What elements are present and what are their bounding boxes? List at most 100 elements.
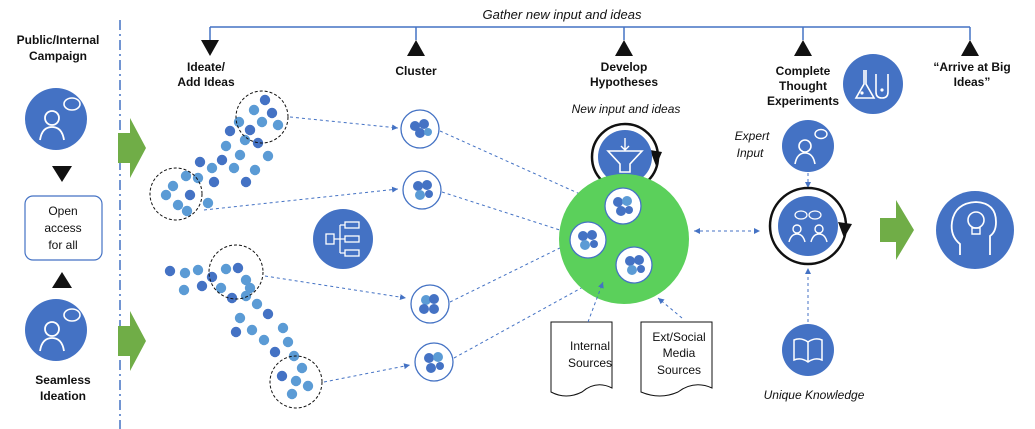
internal-sources-flow <box>587 281 604 323</box>
expert-line2: Input <box>737 146 764 160</box>
idea-dot <box>194 156 206 168</box>
hierarchy-icon <box>313 209 373 269</box>
ext-sources-doc: Ext/Social Media Sources <box>640 321 713 397</box>
stage-cluster: Cluster <box>395 64 437 78</box>
book-icon <box>782 324 834 376</box>
ext-line2: Media <box>663 346 696 360</box>
stage-develop-line2: Hypotheses <box>590 75 658 89</box>
up-arrow-arrive <box>961 40 979 56</box>
stage-arrive-line2: Ideas” <box>954 75 991 89</box>
idea-dot <box>179 267 191 279</box>
idea-dot <box>277 322 289 334</box>
down-arrow-ideate <box>201 40 219 56</box>
highlight-circle <box>208 244 264 300</box>
idea-dots-bottom <box>164 262 314 400</box>
person-speech-icon <box>25 299 87 361</box>
unique-knowledge-label: Unique Knowledge <box>764 388 865 402</box>
internal-line1: Internal <box>570 339 610 353</box>
down-arrow-left <box>52 166 72 182</box>
idea-dot <box>192 264 204 276</box>
internal-sources-doc: Internal Sources <box>550 321 613 397</box>
idea-dot <box>246 324 258 336</box>
idea-dot <box>262 150 274 162</box>
highlight-circle <box>149 167 203 221</box>
person-speech-icon <box>25 88 87 150</box>
flow-lines-to-clusters <box>203 116 411 383</box>
idea-dot <box>196 280 208 292</box>
idea-dot <box>215 282 227 294</box>
head-lightbulb-icon <box>936 191 1014 269</box>
idea-dot <box>224 125 236 137</box>
idea-dot <box>226 292 238 304</box>
idea-dot <box>256 116 268 128</box>
idea-dot <box>164 265 176 277</box>
hypotheses-circle <box>559 174 689 304</box>
up-arrow-left <box>52 272 72 288</box>
idea-dot <box>192 172 204 184</box>
seamless-line2: Ideation <box>40 389 86 403</box>
idea-dot <box>208 176 220 188</box>
idea-dot <box>258 334 270 346</box>
idea-dot <box>262 308 274 320</box>
ext-line1: Ext/Social <box>652 330 705 344</box>
idea-dot <box>172 199 184 211</box>
stage-complete-line1: Complete <box>776 64 831 78</box>
top-bar-label: Gather new input and ideas <box>483 7 642 22</box>
idea-dot <box>233 116 245 128</box>
open-access-line2: access <box>44 221 81 235</box>
stage-ideate-line2: Add Ideas <box>177 75 235 89</box>
idea-dot <box>251 298 263 310</box>
idea-dot <box>272 119 284 131</box>
open-access-box <box>24 195 103 261</box>
idea-dot <box>206 162 218 174</box>
internal-line2: Sources <box>568 356 612 370</box>
stage-complete-line3: Experiments <box>767 94 839 108</box>
idea-dot <box>181 205 193 217</box>
up-arrow-complete <box>794 40 812 56</box>
idea-dot <box>228 162 240 174</box>
cluster-circle <box>400 109 440 149</box>
stage-ideate-line1: Ideate/ <box>187 60 226 74</box>
cluster-circle <box>414 342 454 382</box>
idea-dot <box>232 262 244 274</box>
idea-dot <box>288 350 300 362</box>
stage-complete-line2: Thought <box>779 79 827 93</box>
idea-dot <box>296 362 308 374</box>
stage-arrive-line1: “Arrive at Big <box>933 60 1010 74</box>
idea-dot <box>282 336 294 348</box>
idea-dot <box>244 124 256 136</box>
idea-dot <box>202 197 214 209</box>
idea-dots-top <box>160 94 284 217</box>
idea-dot <box>286 388 298 400</box>
ext-sources-flow <box>657 297 683 319</box>
idea-dot <box>240 176 252 188</box>
idea-dot <box>259 94 271 106</box>
idea-dot <box>167 180 179 192</box>
flask-icon <box>843 54 903 114</box>
left-panel: Public/Internal Campaign Open access for… <box>17 33 103 403</box>
green-arrow-right <box>880 200 914 260</box>
open-access-line3: for all <box>48 238 77 252</box>
idea-dot <box>234 312 246 324</box>
up-arrow-develop <box>615 40 633 56</box>
ext-line3: Sources <box>657 363 701 377</box>
new-input-label: New input and ideas <box>572 102 681 116</box>
idea-dot <box>234 149 246 161</box>
cluster-circle <box>410 284 450 324</box>
idea-dot <box>239 134 251 146</box>
expert-line1: Expert <box>735 129 770 143</box>
idea-dot <box>180 170 192 182</box>
green-arrow-bottom <box>118 311 146 371</box>
idea-dot <box>240 274 252 286</box>
idea-dot <box>184 189 196 201</box>
idea-dot <box>276 370 288 382</box>
green-arrow-top <box>118 118 146 178</box>
idea-dot <box>302 380 314 392</box>
campaign-title-line2: Campaign <box>29 49 87 63</box>
idea-dot <box>244 282 256 294</box>
idea-dot <box>252 137 264 149</box>
idea-dot <box>216 154 228 166</box>
idea-dot <box>206 271 218 283</box>
up-arrow-cluster <box>407 40 425 56</box>
